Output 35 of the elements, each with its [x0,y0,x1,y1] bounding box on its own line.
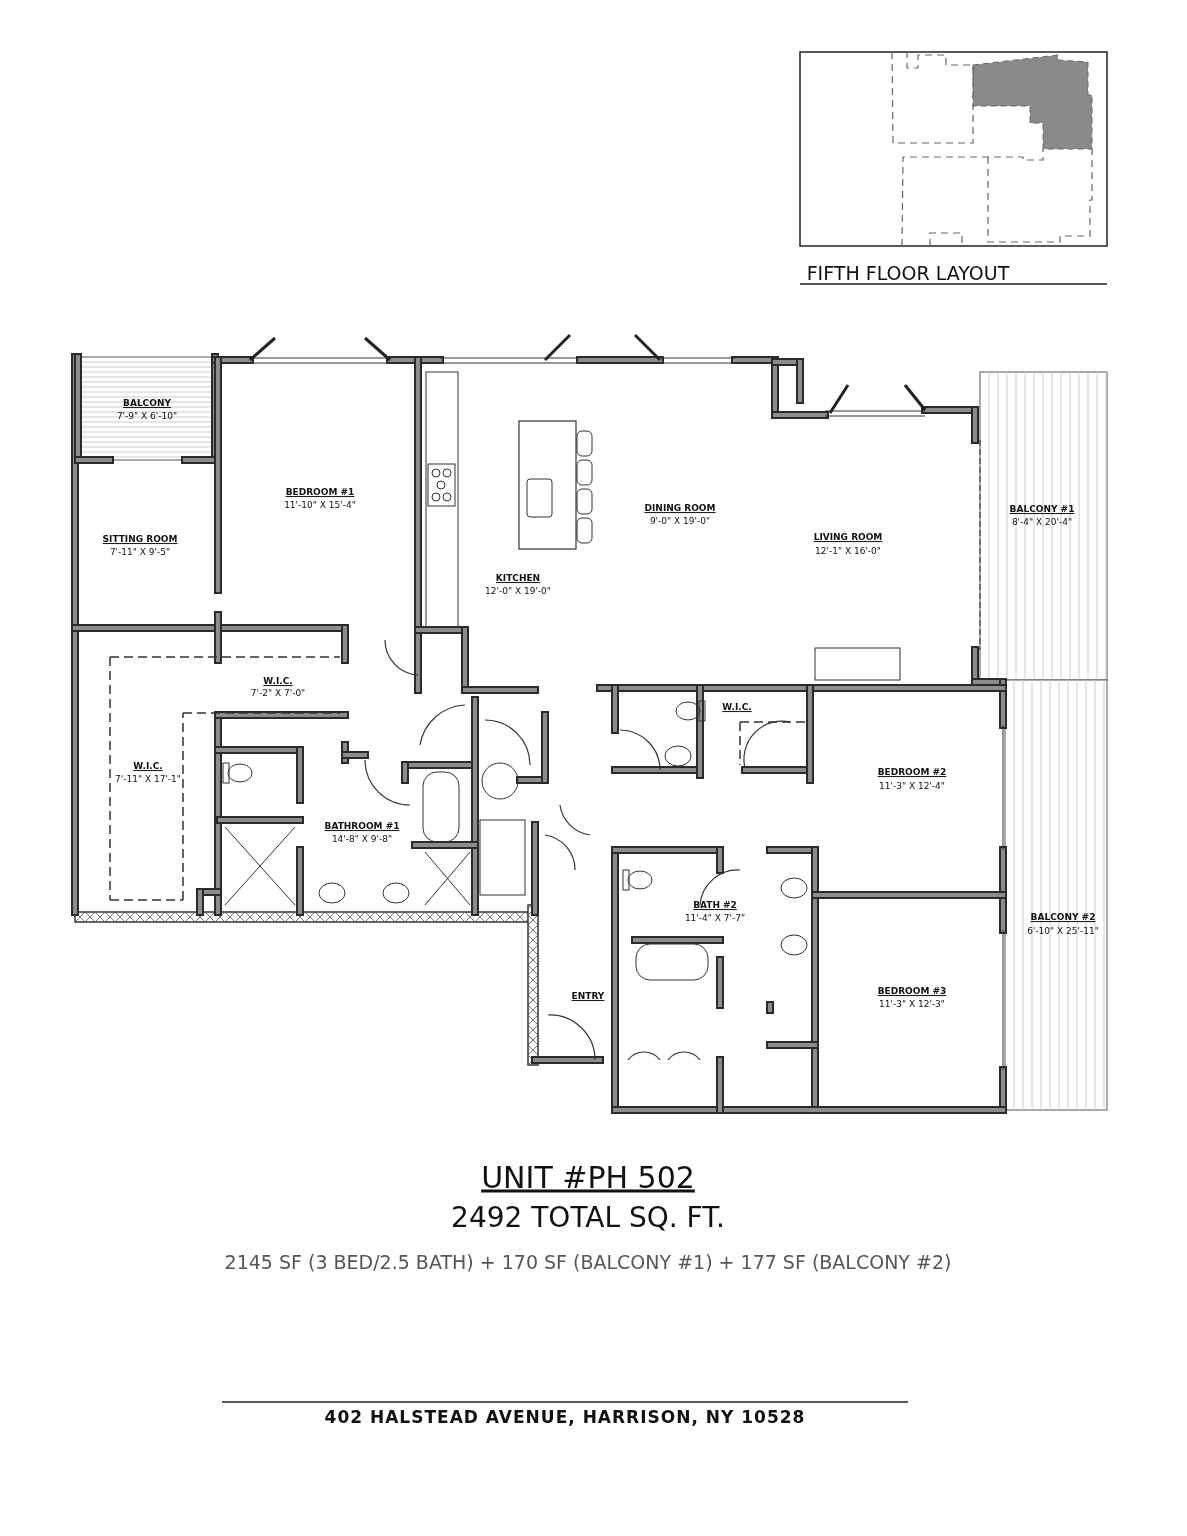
room-dimensions: 7'-9" X 6'-10" [116,412,178,422]
total-area-text: 2492 TOTAL SQ. FT. [451,1202,725,1234]
room-name: W.I.C. [133,762,163,772]
room-dimensions: 12'-0" X 19'-0" [485,587,551,597]
room-dimensions: 11'-3" X 12'-3" [879,1000,945,1010]
room-dimensions: 9'-0" X 19'-0" [649,517,711,527]
address-text: 402 HALSTEAD AVENUE, HARRISON, NY 10528 [324,1407,806,1427]
room-name: BALCONY #1 [1009,505,1075,515]
room-name: DINING ROOM [644,504,716,514]
room-name: W.I.C. [722,703,752,713]
room-name: BEDROOM #3 [877,987,947,997]
room-name: KITCHEN [495,574,541,584]
room-dimensions: 14'-8" X 9'-8" [331,835,393,845]
room-dimensions: 7'-2" X 7'-0" [250,689,306,699]
room-name: BATH #2 [693,901,737,911]
area-breakdown-text: 2145 SF (3 BED/2.5 BATH) + 170 SF (BALCONY #1) + 177 SF (BALCONY #2) [224,1251,952,1273]
unit-title: UNIT #PH 502 [481,1160,695,1194]
room-dimensions: 11'-3" X 12'-4" [879,782,945,792]
room-name: BEDROOM #1 [285,488,355,498]
room-dimensions: 8'-4" X 20'-4" [1011,518,1073,528]
room-name: BALCONY [123,399,171,409]
room-name: BATHROOM #1 [324,822,400,832]
room-name: BALCONY #2 [1030,913,1096,923]
room-name: ENTRY [571,992,605,1002]
room-dimensions: 7'-11" X 17'-1" [115,775,181,785]
room-name: W.I.C. [263,677,293,687]
room-dimensions: 11'-4" X 7'-7" [684,914,746,924]
room-name: LIVING ROOM [813,533,883,543]
room-name: SITTING ROOM [102,535,178,545]
room-dimensions: 6'-10" X 25'-11" [1027,927,1099,937]
plan-heading: FIFTH FLOOR LAYOUT [806,262,1010,284]
room-name: BEDROOM #2 [877,768,947,778]
room-dimensions: 11'-10" X 15'-4" [284,501,356,511]
room-dimensions: 12'-1" X 16'-0" [815,547,881,557]
room-dimensions: 7'-11" X 9'-5" [109,548,171,558]
